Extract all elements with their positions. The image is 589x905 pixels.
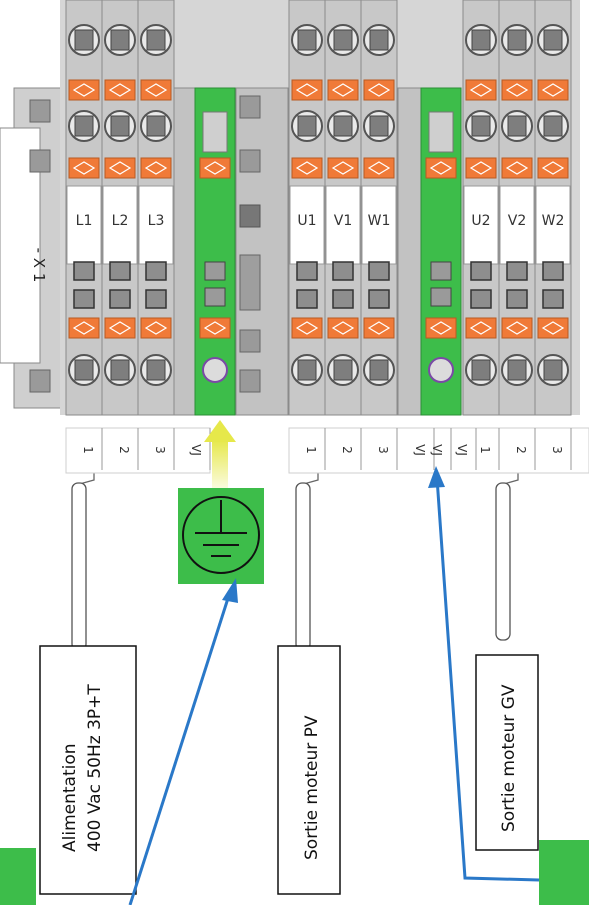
terminal-label: W2 bbox=[542, 213, 565, 229]
terminal-u1: U1 bbox=[288, 0, 326, 416]
terminal-number: 1 bbox=[81, 446, 95, 454]
supply-label-line1: Alimentation bbox=[60, 743, 80, 852]
terminal-label: V2 bbox=[508, 213, 526, 229]
rail-label: - X 1 bbox=[30, 248, 48, 283]
terminal-label: U1 bbox=[297, 213, 316, 229]
terminal-number: VJ bbox=[189, 444, 203, 456]
terminal-blocks: L1 L2 L3 U1 V1 W1 U2 V2 W2 bbox=[60, 0, 580, 416]
terminal-number: 2 bbox=[340, 446, 354, 454]
terminal-pe bbox=[194, 87, 236, 416]
blue-arrow-supply bbox=[128, 578, 238, 905]
separator-block bbox=[397, 87, 423, 416]
gv-label-box: Sortie moteur GV bbox=[475, 654, 539, 851]
terminal-label: L1 bbox=[76, 213, 93, 229]
terminal-label: U2 bbox=[471, 213, 490, 229]
terminal-v2: V2 bbox=[498, 0, 536, 416]
terminal-l3: L3 bbox=[137, 0, 175, 416]
wires bbox=[71, 455, 519, 651]
terminal-number: 3 bbox=[153, 446, 167, 454]
terminal-label: W1 bbox=[368, 213, 391, 229]
terminal-number: VJ bbox=[430, 444, 444, 456]
terminal-w1: W1 bbox=[360, 0, 398, 416]
terminal-label: V1 bbox=[334, 213, 352, 229]
terminal-pe bbox=[420, 87, 462, 416]
terminal-number: VJ bbox=[413, 444, 427, 456]
terminal-v1: V1 bbox=[324, 0, 362, 416]
terminal-number: 2 bbox=[117, 446, 131, 454]
earth-arrow bbox=[204, 420, 236, 490]
supply-label-line2: 400 Vac 50Hz 3P+T bbox=[85, 684, 105, 852]
end-clamp: - X 1 bbox=[0, 87, 67, 409]
terminal-number: 3 bbox=[376, 446, 390, 454]
green-marker-right bbox=[539, 840, 589, 905]
blue-arrow-gv bbox=[428, 466, 540, 882]
supply-label-box: Alimentation 400 Vac 50Hz 3P+T bbox=[39, 645, 137, 895]
pv-label: Sortie moteur PV bbox=[302, 715, 322, 860]
gv-label: Sortie moteur GV bbox=[499, 684, 519, 832]
cable bbox=[71, 455, 95, 651]
pv-label-box: Sortie moteur PV bbox=[277, 645, 341, 895]
terminal-number: 1 bbox=[478, 446, 492, 454]
terminal-number: VJ bbox=[455, 444, 469, 456]
terminal-number: 2 bbox=[514, 446, 528, 454]
terminal-label: L2 bbox=[112, 213, 129, 229]
terminal-number: 1 bbox=[304, 446, 318, 454]
terminal-number: 3 bbox=[550, 446, 564, 454]
green-marker-left bbox=[0, 848, 36, 905]
cable bbox=[495, 455, 519, 641]
earth-ground-icon bbox=[178, 488, 264, 584]
terminal-w2: W2 bbox=[534, 0, 572, 416]
terminal-l2: L2 bbox=[101, 0, 139, 416]
separator-block bbox=[235, 87, 289, 416]
separator-block bbox=[173, 87, 197, 416]
terminal-l1: L1 bbox=[65, 0, 103, 416]
terminal-u2: U2 bbox=[462, 0, 500, 416]
terminal-label: L3 bbox=[148, 213, 165, 229]
cable bbox=[295, 455, 319, 651]
